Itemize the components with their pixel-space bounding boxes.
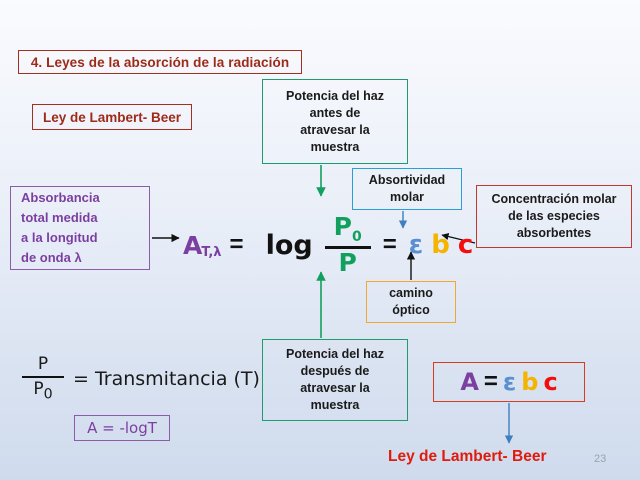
result-equals: = [483, 368, 498, 395]
equation-b-symbol: b [431, 230, 450, 261]
callout-molar-absorptivity: Absortividad molar [352, 168, 462, 210]
transmittance-denominator-symbol: P [33, 378, 44, 399]
transmittance-numerator: P [37, 354, 49, 374]
page-number: 23 [594, 453, 607, 465]
callout-total-absorbance-line-3: a la longitud [21, 230, 98, 245]
equation-epsilon-symbol: ε [408, 230, 424, 261]
result-absorbance-symbol: A [460, 368, 479, 396]
callout-optical-path-line-1: camino [389, 286, 433, 300]
equation-numerator-symbol: P [333, 212, 352, 241]
equation-c-symbol: c [457, 230, 474, 261]
equation-ebc-group: ε b c [409, 230, 474, 260]
transmittance-denominator-subscript: 0 [43, 386, 53, 403]
transmittance-fraction-bar [22, 375, 64, 378]
callout-molar-absorptivity-line-2: molar [389, 190, 425, 204]
callout-molar-concentration-line-1: Concentración molar [491, 192, 617, 206]
equation-fraction-numerator: P0 [333, 212, 362, 245]
equation-equals-first: = [229, 231, 244, 259]
callout-beam-after-line-4: muestra [310, 398, 360, 412]
result-b-symbol: b [521, 368, 539, 396]
law-label-text: Ley de Lambert- Beer [42, 109, 182, 125]
a-equals-neg-log-t-text: A = -logT [87, 419, 157, 437]
equation-fraction-bar [324, 245, 371, 250]
equation-fraction: P0 P [324, 212, 371, 278]
callout-beam-after: Potencia del haz después de atravesar la… [262, 339, 408, 421]
transmittance-label: = Transmitancia (T) [73, 367, 260, 390]
slide-title-text: 4. Leyes de la absorción de la radiación [30, 54, 290, 70]
callout-molar-concentration-line-2: de las especies [508, 209, 600, 223]
callout-beam-after-line-2: después de [300, 364, 370, 378]
transmittance-equation: P P0 = Transmitancia (T) [22, 355, 260, 403]
callout-beam-after-line-3: atravesar la [300, 381, 370, 395]
callout-total-absorbance-line-4: de onda λ [21, 250, 82, 265]
callout-total-absorbance-line-1: Absorbancia [21, 190, 100, 205]
transmittance-fraction: P P0 [22, 355, 64, 403]
callout-beam-after-line-1: Potencia del haz [286, 347, 384, 361]
callout-beam-before: Potencia del haz antes de atravesar la m… [262, 79, 408, 164]
callout-total-absorbance-line-2: total medida [21, 210, 98, 225]
callout-molar-concentration-line-3: absorbentes [516, 226, 592, 240]
equation-log-operator: log [265, 229, 313, 261]
main-equation: A T,λ = log P0 P = ε b c [183, 212, 474, 278]
result-equation-box: A = ε b c [433, 362, 585, 402]
callout-molar-concentration: Concentración molar de las especies abso… [476, 185, 632, 248]
equation-fraction-denominator: P [338, 248, 357, 278]
slide-title-box: 4. Leyes de la absorción de la radiación [18, 50, 302, 74]
callout-beam-before-line-1: Potencia del haz [286, 88, 384, 103]
law-label-box: Ley de Lambert- Beer [32, 104, 192, 130]
callout-beam-before-line-2: antes de [309, 105, 361, 120]
result-epsilon-symbol: ε [502, 368, 517, 396]
equation-equals-second: = [382, 231, 397, 259]
callout-molar-absorptivity-line-1: Absortividad [368, 173, 446, 187]
transmittance-denominator: P0 [33, 378, 53, 403]
callout-beam-before-line-4: muestra [310, 139, 360, 154]
equation-absorbance-subscript: T,λ [201, 244, 222, 260]
callout-total-absorbance: Absorbancia total medida a la longitud d… [10, 186, 150, 270]
callout-optical-path: camino óptico [366, 281, 456, 323]
footer-law-label: Ley de Lambert- Beer [388, 448, 547, 465]
callout-beam-before-line-3: atravesar la [300, 122, 370, 137]
callout-optical-path-line-2: óptico [392, 303, 430, 317]
equation-numerator-subscript: 0 [351, 229, 362, 245]
result-c-symbol: c [543, 368, 558, 396]
a-equals-neg-log-t-box: A = -logT [74, 415, 170, 441]
equation-absorbance-symbol: A [183, 230, 203, 260]
